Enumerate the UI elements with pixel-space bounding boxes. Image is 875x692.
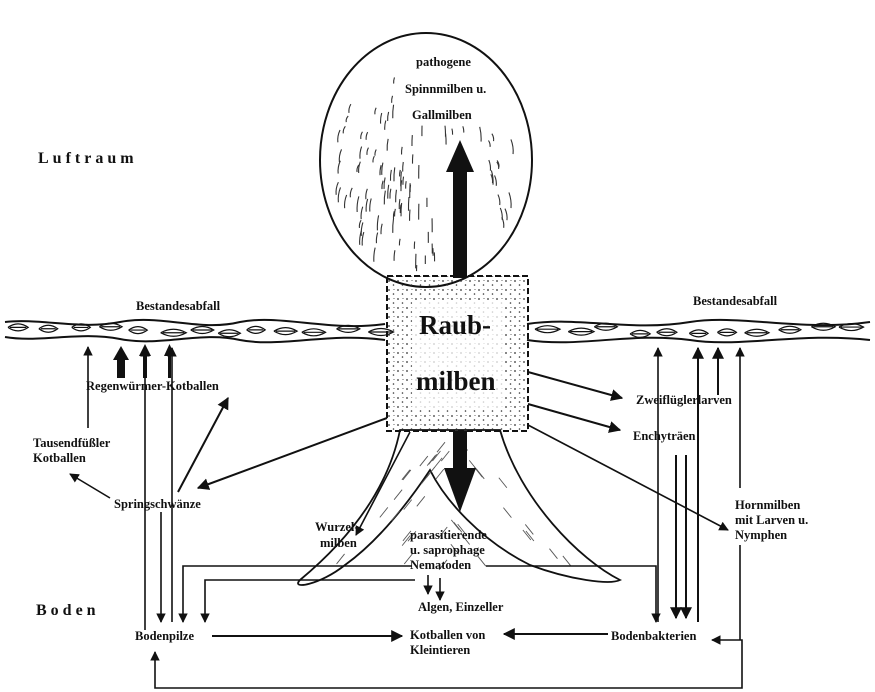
node-zweifluegler: Zweiflüglerlarven	[636, 393, 732, 407]
node-nematoden-1: parasitierende	[410, 528, 487, 542]
center-label-1: Raub-	[419, 310, 491, 340]
zone-label-soil: Boden	[36, 602, 100, 619]
node-bodenbakterien: Bodenbakterien	[611, 629, 696, 643]
node-algen: Algen, Einzeller	[418, 600, 504, 614]
node-regenwuermer: Regenwürmer-Kotballen	[86, 379, 219, 393]
node-wurzelmilben-1: Wurzel-	[315, 520, 359, 534]
litter-layer-right	[527, 320, 870, 342]
node-hornmilben-1: Hornmilben	[735, 498, 800, 512]
litter-layer-left	[5, 320, 394, 342]
node-kotballen-1: Kotballen von	[410, 628, 485, 642]
node-tausendfuessler-1: Tausendfüßler	[33, 436, 111, 450]
node-kotballen-2: Kleintieren	[410, 643, 470, 657]
node-wurzelmilben-2: milben	[320, 536, 357, 550]
earthworm-up-arrows	[113, 344, 175, 378]
node-nematoden-2: u. saprophage	[410, 543, 485, 557]
canopy-circle	[320, 33, 532, 287]
node-tausendfuessler-2: Kotballen	[33, 451, 86, 465]
node-nematoden-3: Nematoden	[410, 558, 471, 572]
crown-text-2: Spinnmilben u.	[405, 82, 486, 96]
crown-text-3: Gallmilben	[412, 108, 472, 122]
node-springschwaenze: Springschwänze	[114, 497, 201, 511]
litter-label-left: Bestandesabfall	[136, 299, 221, 313]
node-hornmilben-3: Nymphen	[735, 528, 787, 542]
zone-label-air: Luftraum	[38, 150, 138, 167]
node-bodenpilze: Bodenpilze	[135, 629, 194, 643]
crown-text-1: pathogene	[416, 55, 471, 69]
litter-label-right: Bestandesabfall	[693, 294, 778, 308]
node-enchytraeen: Enchyträen	[633, 429, 696, 443]
node-hornmilben-2: mit Larven u.	[735, 513, 808, 527]
center-label-2: milben	[416, 366, 496, 396]
